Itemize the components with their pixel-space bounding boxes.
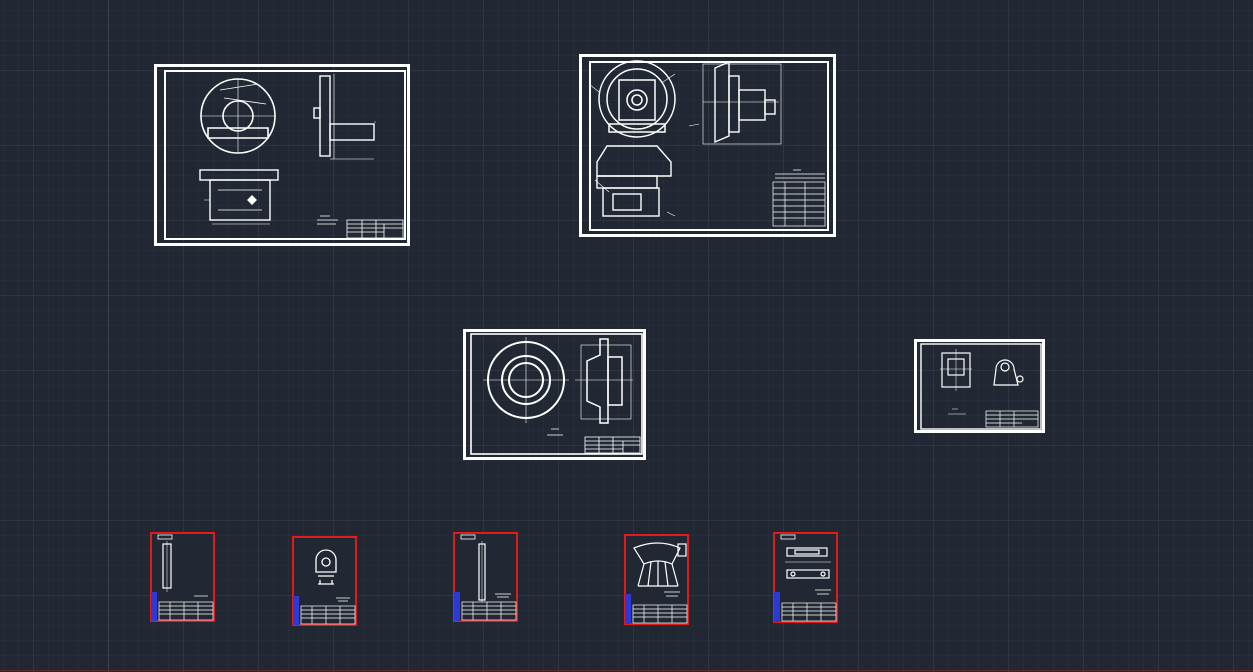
sheet-6-cam-part[interactable] — [292, 536, 357, 626]
sheet-5-shaft-part[interactable] — [150, 532, 215, 622]
rod-view — [478, 541, 486, 602]
notes-text — [948, 408, 966, 415]
notes-text — [547, 428, 563, 436]
sheet-1-flange-assembly[interactable] — [154, 64, 410, 246]
side-view — [313, 74, 376, 160]
flange-section-view — [575, 338, 633, 424]
shaft-view — [162, 541, 172, 592]
sheet-3-flange-part[interactable] — [463, 329, 646, 460]
bracket-front-view — [940, 349, 972, 391]
sheet-4-bracket-part[interactable] — [914, 339, 1045, 433]
parts-list — [772, 181, 826, 227]
title-block — [300, 597, 356, 625]
fan-view — [633, 542, 687, 587]
bracket-side-view — [993, 359, 1024, 386]
front-view — [200, 78, 276, 154]
y-axis-line — [108, 0, 109, 672]
flange-front-view — [483, 337, 569, 423]
title-block — [781, 589, 837, 622]
notes-text — [775, 169, 825, 179]
title-block — [985, 410, 1039, 428]
top-view — [199, 169, 279, 225]
gear-front-view — [588, 60, 676, 138]
gear-side-view — [688, 60, 782, 145]
title-block — [158, 595, 214, 621]
cam-front-view — [315, 549, 337, 585]
title-block — [632, 591, 688, 624]
sheet-9-slot-part[interactable] — [773, 532, 838, 623]
sheet-7-rod-part[interactable] — [453, 532, 518, 622]
title-block — [584, 436, 641, 454]
slot-plate-views — [785, 547, 831, 579]
sheet-2-gearbox-assembly[interactable] — [579, 54, 836, 237]
sheet-8-fan-part[interactable] — [624, 534, 689, 625]
title-block — [346, 219, 404, 239]
x-axis-line — [0, 670, 1253, 671]
gearbox-top-view — [594, 145, 676, 217]
title-block — [461, 593, 517, 621]
notes-text — [317, 215, 338, 225]
